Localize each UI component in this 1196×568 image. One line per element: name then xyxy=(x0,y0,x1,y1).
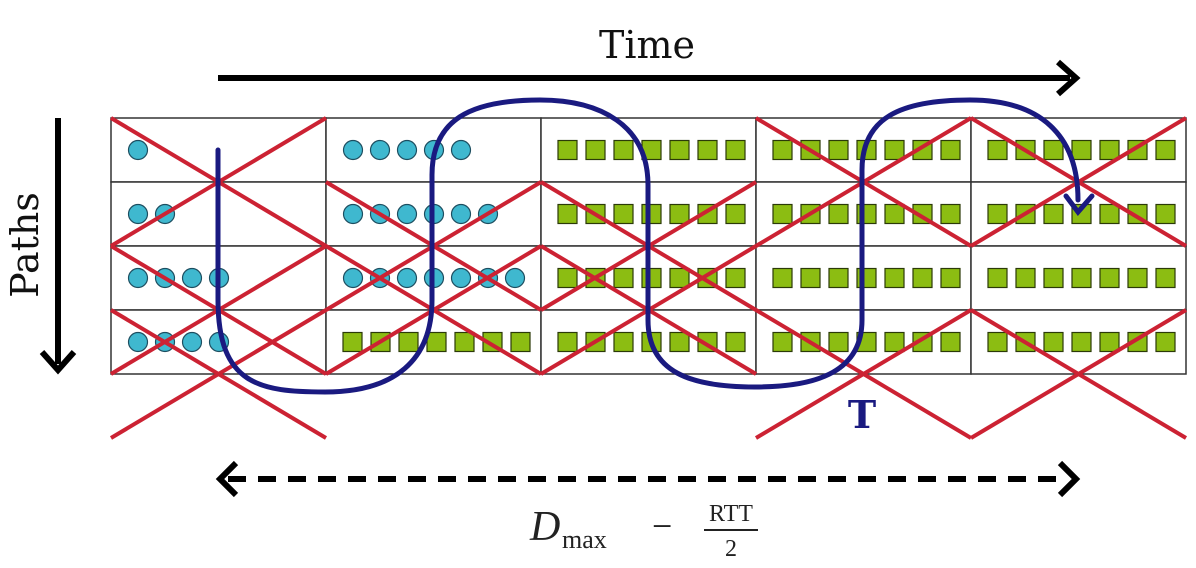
packet-square xyxy=(557,203,578,225)
packet-square xyxy=(510,331,531,353)
packet-square xyxy=(1127,267,1148,289)
packet-square xyxy=(613,203,634,225)
packet-square xyxy=(613,331,634,353)
packet-square xyxy=(1015,267,1036,289)
packet-circle xyxy=(396,203,418,225)
time-label: Time xyxy=(599,23,695,67)
unusable-cross-b xyxy=(969,308,1188,440)
packet-square xyxy=(342,331,363,353)
paths-arrow xyxy=(39,118,77,375)
packet-square xyxy=(454,331,475,353)
packet-circle xyxy=(127,139,149,161)
unusable-cross-b xyxy=(754,308,973,440)
packet-square xyxy=(884,139,905,161)
packet-square xyxy=(772,267,793,289)
packet-square xyxy=(669,267,690,289)
packet-square xyxy=(1043,139,1064,161)
packet-square xyxy=(669,203,690,225)
packet-square xyxy=(641,203,662,225)
packet-circle xyxy=(369,139,391,161)
packet-square xyxy=(772,331,793,353)
packet-square xyxy=(1071,331,1092,353)
packet-square xyxy=(884,203,905,225)
packet-square xyxy=(641,267,662,289)
packet-square xyxy=(398,331,419,353)
packet-square xyxy=(828,331,849,353)
packet-circle xyxy=(127,203,149,225)
unusable-cross-b xyxy=(109,308,328,440)
packet-square xyxy=(1099,267,1120,289)
formula-d: D xyxy=(529,504,560,550)
packet-square xyxy=(800,267,821,289)
packet-square xyxy=(669,139,690,161)
packet-square xyxy=(1155,331,1176,353)
packet-square xyxy=(725,139,746,161)
paths-label: Paths xyxy=(3,192,47,298)
packet-square xyxy=(1043,331,1064,353)
packet-square xyxy=(669,331,690,353)
packet-square xyxy=(613,139,634,161)
packet-circle xyxy=(396,267,418,289)
packet-square xyxy=(987,139,1008,161)
packet-circle xyxy=(450,267,472,289)
packet-circle xyxy=(342,267,364,289)
packet-circle xyxy=(127,267,149,289)
packet-square xyxy=(1099,139,1120,161)
packet-square xyxy=(557,331,578,353)
packet-square xyxy=(1099,203,1120,225)
packet-square xyxy=(1155,267,1176,289)
packet-square xyxy=(828,139,849,161)
t-marker-label: T xyxy=(848,392,876,437)
packet-square xyxy=(725,331,746,353)
packet-square xyxy=(884,331,905,353)
packet-square xyxy=(697,139,718,161)
packet-square xyxy=(557,267,578,289)
schedule-path-curve xyxy=(215,97,1081,395)
packet-square xyxy=(940,267,961,289)
packet-square xyxy=(828,267,849,289)
packet-square xyxy=(725,267,746,289)
packet-square xyxy=(1043,267,1064,289)
time-arrow xyxy=(218,59,1081,97)
formula-numerator: RTT xyxy=(709,501,753,527)
packet-square xyxy=(940,139,961,161)
packet-square xyxy=(585,139,606,161)
packet-circle xyxy=(342,139,364,161)
packet-circle xyxy=(342,203,364,225)
schedule-path-arrowhead xyxy=(1063,193,1095,216)
packet-circle xyxy=(450,203,472,225)
packet-square xyxy=(940,203,961,225)
packet-circle xyxy=(181,267,203,289)
formula-subscript: max xyxy=(562,525,607,554)
packet-square xyxy=(884,267,905,289)
deadline-span-arrow xyxy=(215,460,1081,498)
packet-square xyxy=(987,267,1008,289)
packet-square xyxy=(1043,203,1064,225)
packet-circle xyxy=(127,331,149,353)
formula-denominator: 2 xyxy=(725,536,737,562)
packet-circle xyxy=(181,331,203,353)
formula-minus: − xyxy=(652,506,672,546)
packet-square xyxy=(1071,139,1092,161)
packet-square xyxy=(557,139,578,161)
deadline-formula: D max − RTT 2 xyxy=(529,501,758,562)
packet-square xyxy=(772,139,793,161)
packet-square xyxy=(987,203,1008,225)
packet-square xyxy=(1071,267,1092,289)
packet-square xyxy=(725,203,746,225)
packet-square xyxy=(1155,139,1176,161)
packet-square xyxy=(1155,203,1176,225)
packet-circle xyxy=(450,139,472,161)
packet-circle xyxy=(504,267,526,289)
packet-square xyxy=(940,331,961,353)
packet-square xyxy=(828,203,849,225)
packet-square xyxy=(613,267,634,289)
packet-square xyxy=(1099,331,1120,353)
packet-square xyxy=(912,267,933,289)
packet-circle xyxy=(396,139,418,161)
packet-square xyxy=(772,203,793,225)
packet-square xyxy=(987,331,1008,353)
packet-square xyxy=(426,331,447,353)
